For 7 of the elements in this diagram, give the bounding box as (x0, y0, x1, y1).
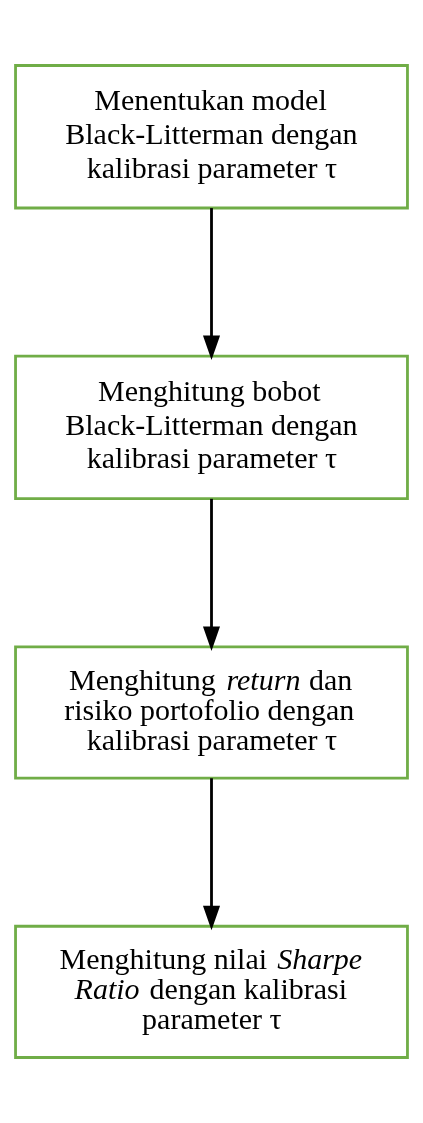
node-box: Menghitung nilai Sharpe Ratio dengan kalibrasi parameter τ (14, 924, 409, 1059)
node-box: Menentukan model Black-Litterman dengan kalibrasi parameter τ (14, 64, 409, 210)
arrow (202, 778, 221, 931)
arrow (202, 208, 221, 360)
node-box: Menghitung return dan risiko portofolio dengan kalibrasi parameter τ (14, 645, 409, 780)
arrow (202, 498, 221, 651)
node-box: Menghitung bobot Black-Litterman dengan kalibrasi parameter τ (14, 354, 409, 501)
